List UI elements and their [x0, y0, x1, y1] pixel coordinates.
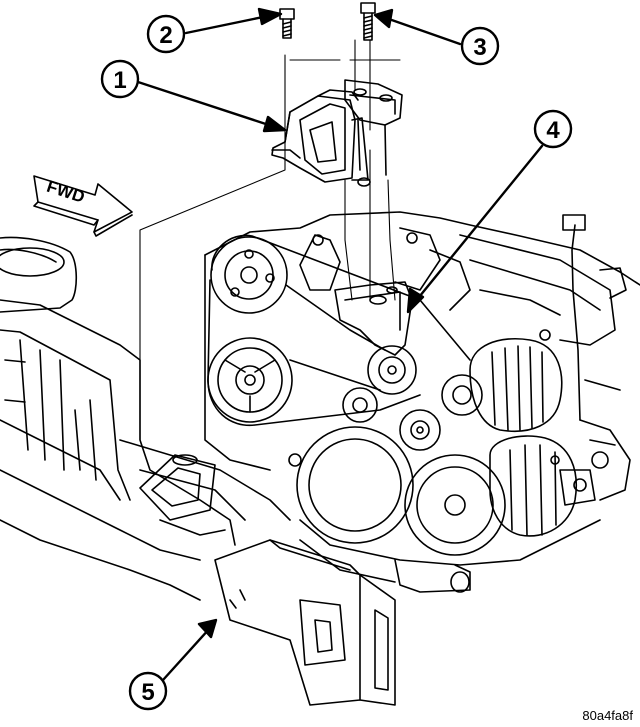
engine-side-bracket [334, 281, 413, 356]
engine-mount [271, 89, 371, 187]
callout-5-label: 5 [141, 679, 154, 706]
upper-bracket [344, 79, 403, 176]
callout-4-label: 4 [546, 117, 560, 144]
callout-3-label: 3 [473, 34, 486, 61]
callout-2: 2 [146, 14, 186, 54]
forward-direction-arrow: FWD [33, 175, 133, 237]
callout-1: 1 [100, 59, 140, 99]
callout-3: 3 [460, 26, 500, 66]
figure-code: 80a4fa8f [582, 708, 633, 723]
callout-5: 5 [128, 671, 168, 711]
callout-4: 4 [533, 109, 573, 149]
callout-1-label: 1 [113, 67, 126, 94]
callout-2-label: 2 [159, 22, 172, 49]
bolt-3 [360, 2, 376, 41]
alignment-lines [139, 39, 401, 441]
frame-rail [0, 236, 396, 706]
engine-assembly [204, 211, 640, 593]
mount-bracket [214, 539, 361, 706]
bolt-2 [279, 8, 295, 39]
callout-leaders [136, 7, 544, 682]
